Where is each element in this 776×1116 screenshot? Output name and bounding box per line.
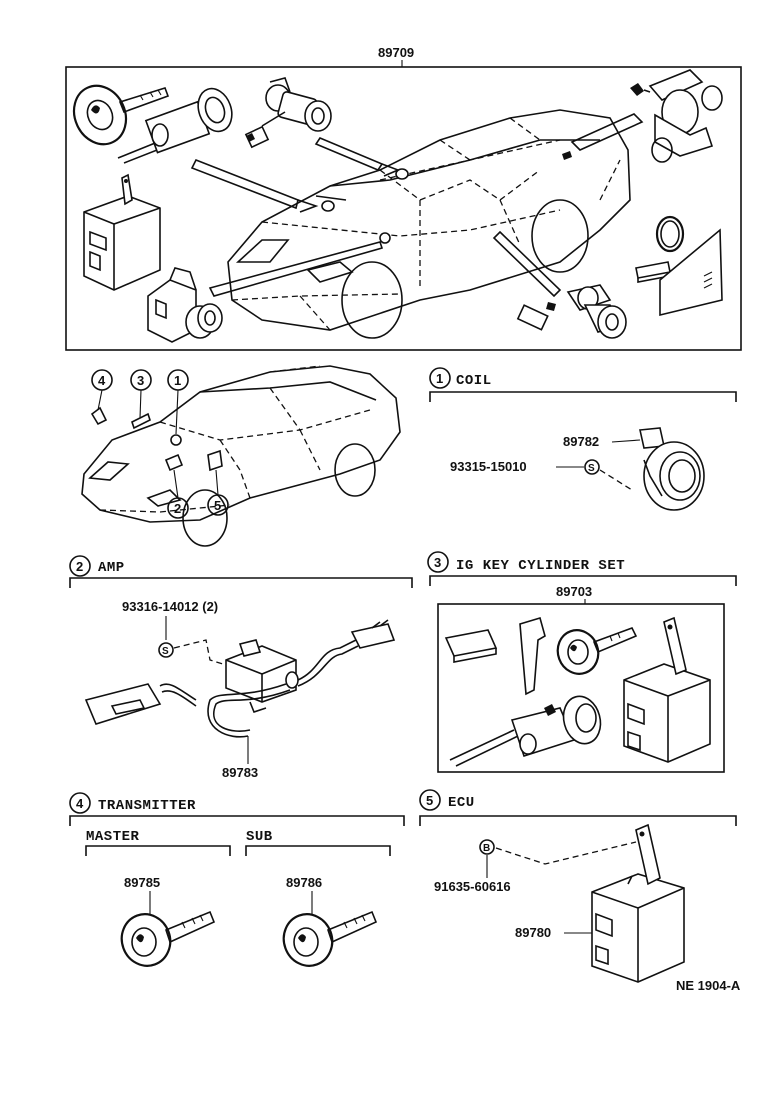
svg-text:1: 1 [436, 371, 443, 386]
top-part-number: 89709 [378, 45, 414, 60]
coil-part-89782: 89782 [563, 434, 599, 449]
ig-emergency-key [519, 616, 546, 696]
svg-text:5: 5 [426, 793, 433, 808]
coil-ring-part [639, 427, 705, 511]
svg-text:IG KEY CYLINDER SET: IG KEY CYLINDER SET [456, 558, 625, 574]
amp-dash [173, 639, 237, 669]
flow-arrows-top [190, 113, 644, 298]
ecu-unit [591, 823, 685, 983]
amp-harness [84, 619, 396, 764]
svg-text:AMP: AMP [98, 560, 125, 576]
coil-part-93315: 93315-15010 [450, 459, 527, 474]
transmitter-sub-label: SUB [246, 829, 273, 845]
svg-text:TRANSMITTER: TRANSMITTER [98, 798, 196, 814]
svg-text:3: 3 [137, 373, 144, 388]
amp-unit [225, 639, 299, 713]
ig-cylinder [449, 695, 602, 767]
key-top-left [72, 84, 170, 146]
sub-bracket [245, 845, 391, 856]
svg-text:S: S [588, 463, 595, 474]
screw-s-symbol-amp: S [158, 642, 174, 658]
screw-s-symbol-coil: S [584, 459, 600, 475]
section-transmitter-header: 4 TRANSMITTER [69, 792, 405, 826]
ig-part-89703: 89703 [556, 584, 592, 599]
transmitter-part-89785: 89785 [124, 875, 160, 890]
amp-small-icon [164, 453, 184, 472]
ignition-cylinder-top [117, 87, 233, 164]
ig-set-frame [437, 603, 725, 773]
ecu-dash [495, 841, 637, 865]
ig-remote-key [556, 627, 638, 675]
amp-part-93316: 93316-14012 (2) [122, 599, 218, 614]
master-key [120, 910, 216, 967]
callout-3: 3 [130, 369, 152, 419]
coil-small-icon [170, 434, 182, 446]
ecu-part-89780: 89780 [515, 925, 551, 940]
svg-text:1: 1 [174, 373, 181, 388]
key-small-icon [131, 412, 151, 430]
callout-5: 5 [207, 469, 229, 516]
door-lock-cylinder-top [244, 77, 332, 149]
callout-2: 2 [167, 469, 189, 519]
svg-text:3: 3 [434, 555, 441, 570]
callout-1: 1 [167, 369, 189, 435]
reflector-panel [659, 228, 723, 317]
section-amp-header: 2 AMP [69, 555, 413, 588]
transmitter-part-89786: 89786 [286, 875, 322, 890]
drawing-code: NE 1904-A [676, 978, 741, 993]
coil-leader-1 [611, 439, 641, 443]
ecu-top [83, 173, 161, 291]
sub-key [282, 910, 378, 967]
ecu-small-icon [207, 449, 223, 472]
coil-dash [599, 469, 633, 491]
section-coil-header: 1 COIL [429, 367, 737, 402]
section-ig-header: 3 IG KEY CYLINDER SET [427, 551, 737, 586]
transmitter-small-icon [90, 406, 108, 426]
svg-text:2: 2 [174, 501, 181, 516]
transmitter-master-label: MASTER [86, 829, 140, 845]
ig-card-key [444, 629, 498, 663]
svg-text:4: 4 [98, 373, 106, 388]
car-outline-callouts [81, 365, 401, 547]
svg-text:COIL: COIL [456, 373, 492, 389]
door-lock-cylinder-right [630, 69, 723, 163]
top-set-frame [65, 66, 742, 351]
callout-4: 4 [91, 369, 113, 411]
car-outline-top [227, 109, 631, 339]
svg-text:4: 4 [76, 796, 84, 811]
ecu-part-91635: 91635-60616 [434, 879, 511, 894]
trunk-lock-cylinder [147, 267, 223, 343]
svg-text:ECU: ECU [448, 795, 475, 811]
master-bracket [85, 845, 231, 856]
svg-text:2: 2 [76, 559, 83, 574]
ig-ecu [623, 616, 711, 763]
door-lock-cylinder-bottom [516, 284, 627, 339]
svg-text:5: 5 [214, 498, 221, 513]
gasket-ring [655, 215, 685, 253]
section-ecu-header: 5 ECU [419, 789, 737, 826]
svg-text:B: B [483, 843, 490, 854]
bolt-b-symbol-ecu: B [479, 839, 495, 855]
amp-part-89783: 89783 [222, 765, 258, 780]
svg-text:S: S [162, 646, 169, 657]
